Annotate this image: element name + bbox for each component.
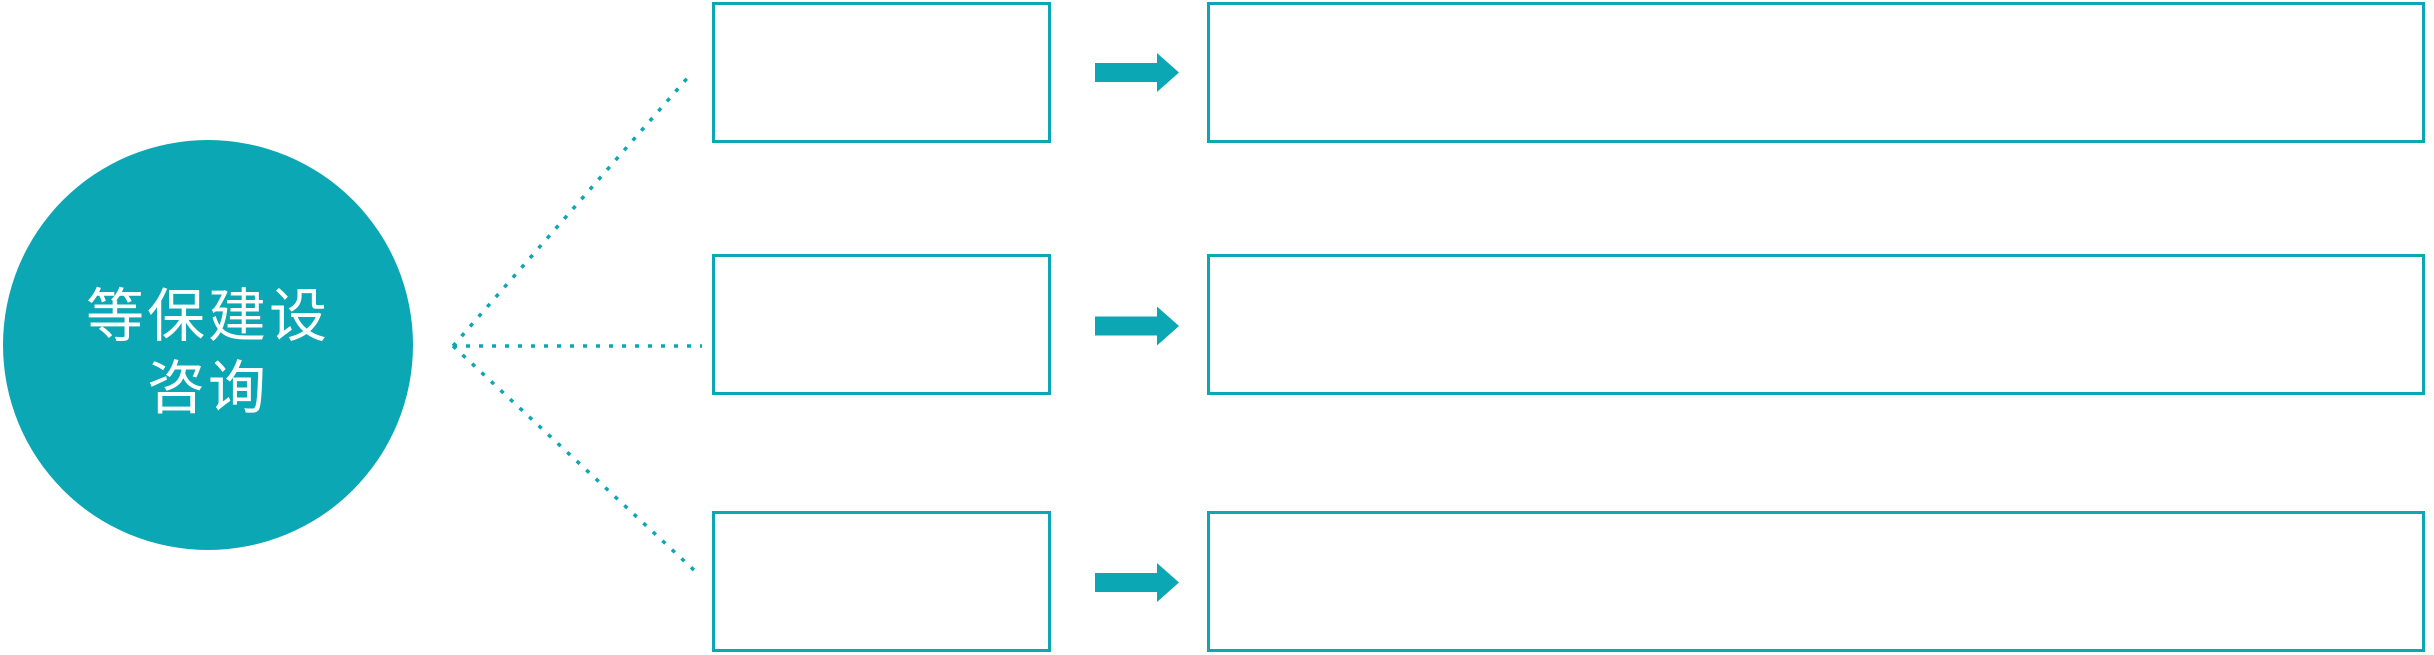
dotted-connector-top-icon — [451, 73, 692, 348]
arrow-right-icon — [1095, 563, 1179, 602]
arrow-right-icon — [1095, 306, 1179, 346]
description-box-3 — [1207, 511, 2425, 652]
arrow-right-icon — [1095, 53, 1179, 92]
topic-circle-label: 等保建设 咨询 — [86, 280, 330, 425]
description-box-1 — [1207, 2, 2425, 143]
topic-circle-label-line1: 等保建设 — [85, 281, 330, 350]
topic-circle-label-line2: 咨询 — [146, 354, 269, 422]
category-box-1 — [712, 2, 1051, 143]
description-box-2 — [1207, 254, 2425, 395]
category-box-3 — [712, 511, 1051, 652]
category-box-2 — [712, 254, 1051, 395]
dotted-connector-bottom-icon — [451, 344, 698, 574]
topic-circle: 等保建设 咨询 — [3, 140, 413, 550]
